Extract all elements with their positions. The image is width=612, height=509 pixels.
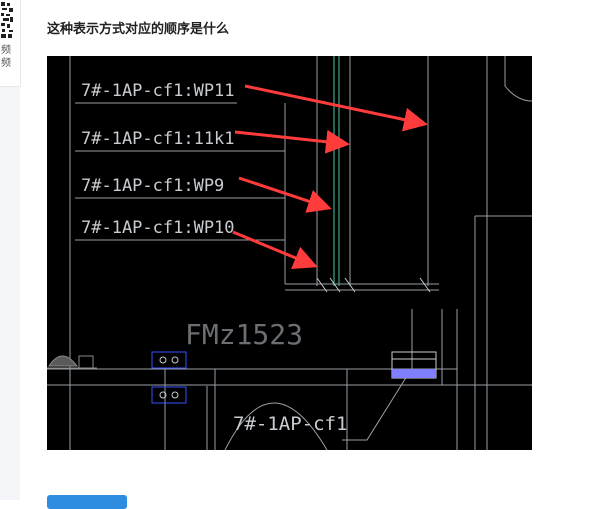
side-panel-label: 频 频 — [1, 44, 13, 70]
arrow-wp10 — [232, 230, 318, 270]
cad-label-11k1: 7#-1AP-cf1:11k1 — [81, 129, 235, 149]
cad-label-wp9: 7#-1AP-cf1:WP9 — [81, 176, 224, 196]
answer-button[interactable] — [47, 495, 127, 509]
arrow-11k1 — [234, 129, 350, 154]
annotation-arrows — [232, 84, 428, 270]
arrow-wp9 — [238, 176, 332, 213]
cad-bottom-label: 7#-1AP-cf1 — [233, 413, 347, 435]
cad-drawing-image[interactable]: 7#-1AP-cf1:WP11 7#-1AP-cf1:11k1 7#-1AP-c… — [47, 56, 532, 450]
qr-code-icon — [1, 2, 13, 38]
cad-fixture — [47, 355, 97, 369]
cad-riser-lines — [316, 56, 532, 450]
left-rail — [0, 0, 20, 500]
cad-label-lines — [69, 56, 439, 450]
arrow-wp11 — [244, 84, 428, 132]
cad-junction-boxes — [151, 351, 437, 404]
cad-room-label: FMz1523 — [185, 318, 303, 351]
cad-label-wp10: 7#-1AP-cf1:WP10 — [81, 218, 235, 238]
cad-wall-lines — [47, 309, 532, 450]
cad-label-wp11: 7#-1AP-cf1:WP11 — [81, 81, 235, 101]
side-label-line2: 频 — [1, 58, 11, 69]
side-label-line1: 频 — [1, 45, 11, 56]
side-panel[interactable]: 频 频 — [0, 0, 21, 87]
cad-labels: 7#-1AP-cf1:WP11 7#-1AP-cf1:11k1 7#-1AP-c… — [81, 81, 235, 238]
question-title: 这种表示方式对应的顺序是什么 — [47, 21, 230, 36]
cad-tick-marks — [316, 277, 431, 293]
